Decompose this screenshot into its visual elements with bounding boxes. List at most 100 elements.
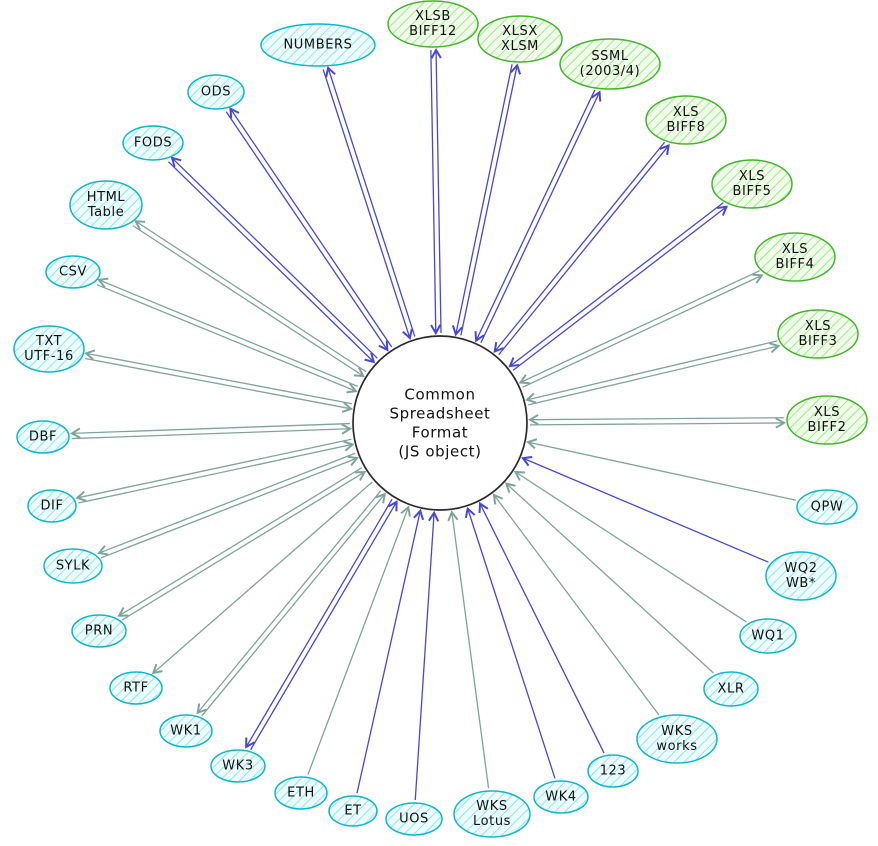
node-label-et: ET	[344, 804, 361, 819]
node-label-xls-biff2: BIFF2	[808, 420, 847, 435]
edge-xls-biff5	[512, 205, 729, 371]
edge-wk3	[245, 498, 393, 749]
node-prn: PRN	[71, 614, 127, 648]
edge-prn	[117, 467, 363, 617]
node-label-uos: UOS	[399, 812, 429, 827]
edge-xls-biff2	[530, 417, 787, 429]
node-label-wk1: WK1	[170, 724, 201, 739]
edge-xls-biff2	[527, 414, 784, 426]
edge-dif	[78, 440, 355, 504]
node-label-xls-biff3: XLS	[805, 319, 831, 334]
edge-xls-biff8	[498, 143, 670, 356]
edge-numbers	[325, 66, 416, 337]
node-label-xls-biff8: XLS	[673, 105, 699, 120]
center-node-label-line: (JS object)	[398, 443, 481, 461]
node-label-numbers: NUMBERS	[283, 38, 352, 53]
node-label-wq2-wb: WQ2	[784, 561, 817, 576]
edge-wks-lotus	[447, 510, 490, 789]
edge-xlsb	[430, 47, 442, 333]
edge-sylk	[97, 452, 356, 556]
edge-txt-utf16	[84, 357, 354, 413]
node-label-wks-works: works	[656, 739, 697, 754]
edge-sylk	[100, 455, 359, 559]
edges-layer	[69, 47, 797, 801]
edge-wk1	[201, 492, 387, 717]
node-label-xls-biff2: XLS	[814, 405, 840, 420]
node-qpw: QPW	[796, 489, 858, 525]
node-label-txt-utf16: UTF-16	[24, 349, 74, 364]
edge-qpw	[525, 438, 797, 501]
node-label-wq1: WQ1	[751, 629, 784, 644]
edge-dif	[75, 438, 352, 502]
edge-ssml	[474, 89, 596, 343]
node-label-qpw: QPW	[811, 500, 844, 515]
edge-ods	[229, 107, 393, 348]
center-node-label-line: Format	[412, 424, 468, 442]
node-numbers: NUMBERS	[260, 23, 376, 67]
node-label-xls-biff5: BIFF5	[733, 184, 772, 199]
node-eth: ETH	[274, 776, 328, 810]
node-label-ssml: SSML	[591, 49, 629, 64]
node-label-html-table: HTML	[87, 190, 126, 205]
edge-dbf	[69, 422, 350, 439]
center-node-label-line: Common	[404, 386, 475, 404]
node-label-sylk: SYLK	[56, 559, 90, 574]
node-rtf: RTF	[109, 671, 163, 705]
node-label-eth: ETH	[287, 786, 315, 801]
node-label-wq2-wb: WB*	[786, 576, 816, 591]
node-label-txt-utf16: TXT	[35, 334, 62, 349]
node-xlr: XLR	[703, 671, 759, 707]
edge-xlsx-xlsm	[460, 63, 522, 336]
node-label-wk4: WK4	[545, 790, 576, 805]
node-label-dbf: DBF	[29, 430, 57, 445]
node-label-xls-biff3: BIFF3	[799, 334, 838, 349]
edge-wk4	[464, 506, 556, 779]
node-label-html-table: Table	[87, 205, 125, 220]
edge-eth	[307, 505, 411, 775]
edge-csv	[96, 284, 358, 394]
node-label-csv: CSV	[59, 265, 87, 280]
node-label-rtf: RTF	[123, 681, 148, 696]
edge-xls-biff3	[525, 340, 778, 404]
node-label-xls-biff4: BIFF4	[776, 257, 815, 272]
node-label-xls-biff8: BIFF8	[667, 120, 706, 135]
node-label-ods: ODS	[201, 85, 231, 100]
node-label-wk3: WK3	[222, 759, 253, 774]
edge-lotus-123	[478, 501, 605, 754]
edge-xlsx-xlsm	[451, 64, 513, 337]
edge-txt-utf16	[84, 349, 353, 405]
node-ods: ODS	[187, 74, 245, 110]
edge-wk3	[250, 500, 398, 750]
center-node-label-line: Spreadsheet	[389, 405, 490, 423]
node-label-lotus-123: 123	[600, 764, 627, 779]
edge-wq2-wb	[521, 456, 769, 563]
node-uos: UOS	[385, 802, 443, 836]
node-label-dif: DIF	[40, 499, 63, 514]
node-wq1: WQ1	[739, 618, 797, 654]
edge-rtf	[151, 481, 373, 675]
edge-fods	[167, 161, 376, 364]
edge-et	[356, 508, 425, 794]
edge-xlsb	[430, 50, 442, 336]
node-wk3: WK3	[210, 749, 266, 783]
edge-xls-biff5	[508, 202, 724, 368]
edge-xls-biff8	[493, 141, 666, 354]
node-label-prn: PRN	[85, 624, 113, 639]
node-sylk: SYLK	[43, 548, 103, 584]
edge-xlr	[504, 482, 714, 674]
edge-ssml	[480, 90, 602, 344]
node-ssml: SSML(2003/4)	[559, 38, 661, 90]
node-label-wks-works: WKS	[661, 724, 692, 739]
